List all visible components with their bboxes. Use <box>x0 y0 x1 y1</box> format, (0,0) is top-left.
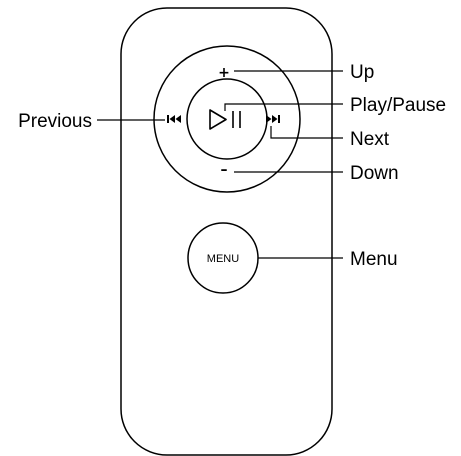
previous-track-icon[interactable] <box>167 115 181 123</box>
leader-next <box>270 126 343 139</box>
callout-play-pause: Play/Pause <box>350 95 446 116</box>
callout-menu: Menu <box>350 249 398 270</box>
next-track-icon[interactable] <box>266 115 280 123</box>
menu-button-label: MENU <box>207 253 239 265</box>
nav-ring <box>153 45 301 193</box>
play-pause-icon <box>209 109 241 130</box>
play-pause-button[interactable] <box>186 78 268 160</box>
callout-next: Next <box>350 129 390 150</box>
callout-up: Up <box>350 62 374 83</box>
leader-play-pause <box>224 103 343 111</box>
volume-down-sign[interactable]: – <box>221 162 228 178</box>
volume-up-sign[interactable]: + <box>218 65 230 81</box>
remote-body <box>120 7 333 456</box>
callout-down: Down <box>350 163 399 184</box>
callout-previous: Previous <box>18 111 92 132</box>
